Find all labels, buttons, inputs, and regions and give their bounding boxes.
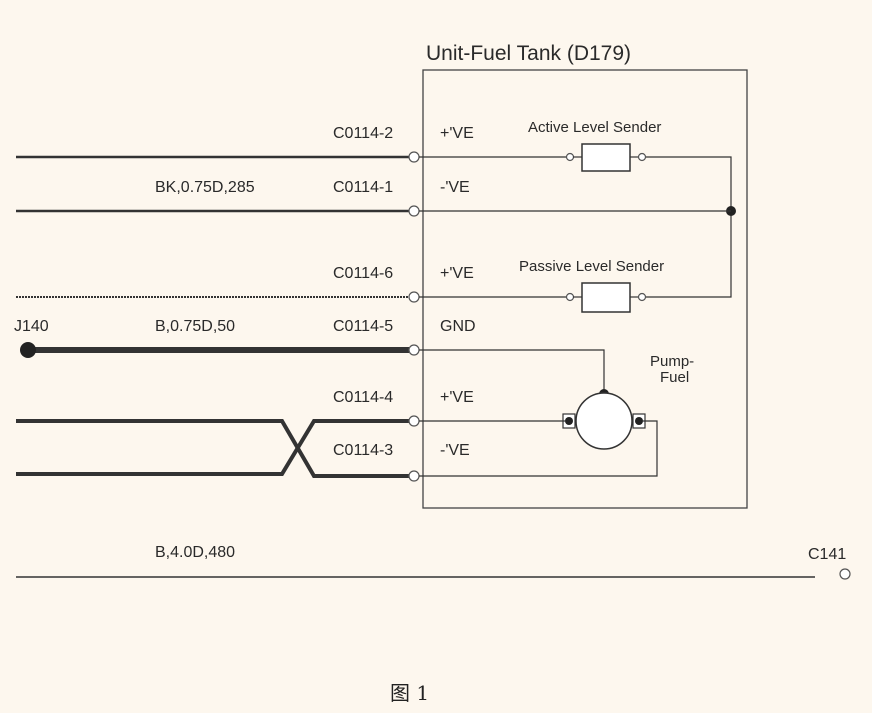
passive-sender-pin-left <box>565 292 575 302</box>
connector-c0114-5-label: C0114-5 <box>333 318 393 335</box>
connector-c0114-6-label: C0114-6 <box>333 265 393 282</box>
active-sender-pin-right <box>637 152 647 162</box>
wire-spec-b-40d-480: B,4.0D,480 <box>155 544 235 561</box>
connector-c141-label: C141 <box>808 546 846 563</box>
pin-c0114-6 <box>408 291 420 303</box>
wire-spec-bk-075d-285: BK,0.75D,285 <box>155 179 255 196</box>
pin-c0114-3 <box>408 470 420 482</box>
active-level-sender-label: Active Level Sender <box>528 119 661 136</box>
internal-wire-gnd <box>419 349 605 392</box>
connector-c0114-1-label: C0114-1 <box>333 179 393 196</box>
signal-c0114-5: GND <box>440 318 476 335</box>
pump-label-line2: Fuel <box>660 369 689 386</box>
internal-wire-c0114-3 <box>419 420 658 477</box>
pump-terminal-left-node <box>565 417 573 425</box>
pin-c0114-4 <box>408 415 420 427</box>
pin-c141 <box>839 568 851 580</box>
unit-title: Unit-Fuel Tank (D179) <box>426 42 631 65</box>
figure-caption: 图 1 <box>390 681 429 705</box>
signal-c0114-2: +'VE <box>440 125 474 142</box>
signal-c0114-3: -'VE <box>440 442 470 459</box>
active-level-sender-symbol <box>581 143 631 172</box>
pin-c0114-2 <box>408 151 420 163</box>
passive-level-sender-symbol <box>581 282 631 313</box>
signal-c0114-6: +'VE <box>440 265 474 282</box>
pump-label-line1: Pump- <box>650 353 694 370</box>
pump-terminal-right-node <box>635 417 643 425</box>
splice-j140-label: J140 <box>14 318 49 335</box>
connector-c0114-3-label: C0114-3 <box>333 442 393 459</box>
splice-j140-node <box>20 342 36 358</box>
fuel-pump-motor-symbol <box>575 392 633 450</box>
pin-c0114-1 <box>408 205 420 217</box>
passive-sender-pin-right <box>637 292 647 302</box>
connector-c0114-2-label: C0114-2 <box>333 125 393 142</box>
wire-spec-b-075d-50: B,0.75D,50 <box>155 318 235 335</box>
internal-wire-active-out <box>646 156 732 298</box>
pin-c0114-5 <box>408 344 420 356</box>
active-sender-pin-left <box>565 152 575 162</box>
signal-c0114-1: -'VE <box>440 179 470 196</box>
wire-c0114-3 <box>16 419 409 476</box>
connector-c0114-4-label: C0114-4 <box>333 389 393 406</box>
passive-level-sender-label: Passive Level Sender <box>519 258 664 275</box>
signal-c0114-4: +'VE <box>440 389 474 406</box>
fuel-tank-unit-box <box>422 69 748 509</box>
